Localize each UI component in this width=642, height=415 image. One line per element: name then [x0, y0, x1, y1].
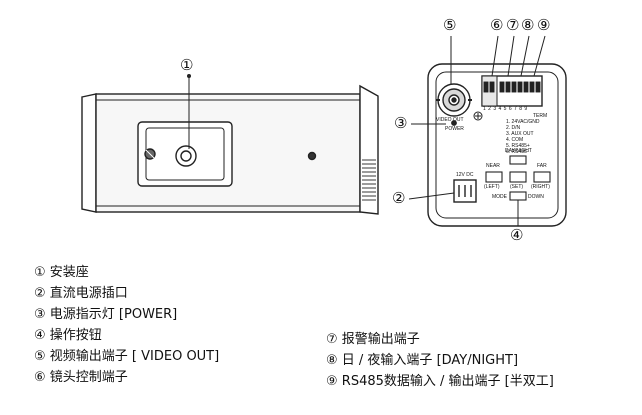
- legend-left: ① 安装座 ② 直流电源插口 ③ 电源指示灯 [POWER] ④ 操作按钮 ⑤ …: [34, 264, 219, 390]
- legend-item-day-night: ⑧ 日 / 夜输入端子 [DAY/NIGHT]: [326, 353, 519, 368]
- callout-7: ⑦: [506, 16, 520, 34]
- near-left-button[interactable]: [485, 171, 503, 183]
- term-line: 1. 24VAC/GND: [506, 119, 540, 125]
- callout-8: ⑧: [521, 16, 535, 34]
- left-label: (LEFT): [484, 184, 500, 190]
- legend-item-dc-jack: ② 直流电源插口: [34, 286, 128, 301]
- callout-9: ⑨: [537, 16, 551, 34]
- camera-side-view: [81, 84, 379, 215]
- terminal-pins: [483, 81, 541, 93]
- body-screw: [307, 151, 317, 161]
- rear-bracket: [359, 84, 379, 215]
- callout-3: ③: [394, 114, 408, 132]
- power-led: [451, 120, 457, 126]
- power-label: POWER: [445, 126, 464, 132]
- down-button[interactable]: [509, 191, 527, 201]
- operation-buttons: [485, 155, 551, 201]
- mode-label: MODE: [492, 194, 507, 200]
- callout-5: ⑤: [443, 16, 457, 34]
- callout-2: ②: [392, 189, 406, 207]
- legend-item-video-out: ⑤ 视频输出端子 [ VIDEO OUT]: [34, 349, 220, 364]
- legend-right: ⑦ 报警输出端子 ⑧ 日 / 夜输入端子 [DAY/NIGHT] ⑨ RS485…: [326, 331, 554, 394]
- legend-item-mount: ① 安装座: [34, 265, 89, 280]
- front-end-cap: [81, 93, 97, 213]
- legend-item-lens-control: ⑥ 镜头控制端子: [34, 370, 128, 385]
- callout-4: ④: [510, 226, 524, 244]
- far-label: FAR: [537, 163, 547, 169]
- callout-6: ⑥: [490, 16, 504, 34]
- day-night-set-button[interactable]: [509, 171, 527, 183]
- legend-item-rs485: ⑨ RS485数据输入 / 输出端子 [半双工]: [326, 374, 554, 389]
- term-lines: 1. 24VAC/GND 2. D/N 3. AUX OUT 4. COM 5.…: [506, 119, 540, 155]
- day-night-label: DAY/NIGHT: [505, 148, 532, 154]
- right-label: (RIGHT): [531, 184, 550, 190]
- video-out-label: VIDEO OUT: [436, 117, 464, 123]
- term-line: 5. RS485+: [506, 143, 530, 149]
- term-line: 6. RS485-: [506, 149, 529, 155]
- set-label: (SET): [510, 184, 524, 190]
- legend-item-power-led: ③ 电源指示灯 [POWER]: [34, 307, 178, 322]
- far-right-button[interactable]: [533, 171, 551, 183]
- rear-callout-leaders: [408, 35, 546, 226]
- term-title: TERM: [533, 113, 548, 119]
- near-label: NEAR: [486, 163, 500, 169]
- term-line: 3. AUX OUT: [506, 131, 534, 137]
- legend-item-buttons: ④ 操作按钮: [34, 328, 102, 343]
- up-button[interactable]: [509, 155, 527, 165]
- dc-label: 12V DC: [456, 172, 474, 178]
- term-line: 2. D/N: [506, 125, 521, 131]
- terminal-numbers: 1 2 3 4 5 6 7 8 9: [483, 106, 528, 112]
- camera-rear-view: [427, 63, 567, 227]
- rear-ribs: [362, 159, 376, 201]
- callout-1: ①: [180, 56, 194, 74]
- legend-item-alarm-out: ⑦ 报警输出端子: [326, 332, 420, 347]
- down-label: DOWN: [528, 194, 544, 200]
- term-line: 4. COM: [506, 137, 524, 143]
